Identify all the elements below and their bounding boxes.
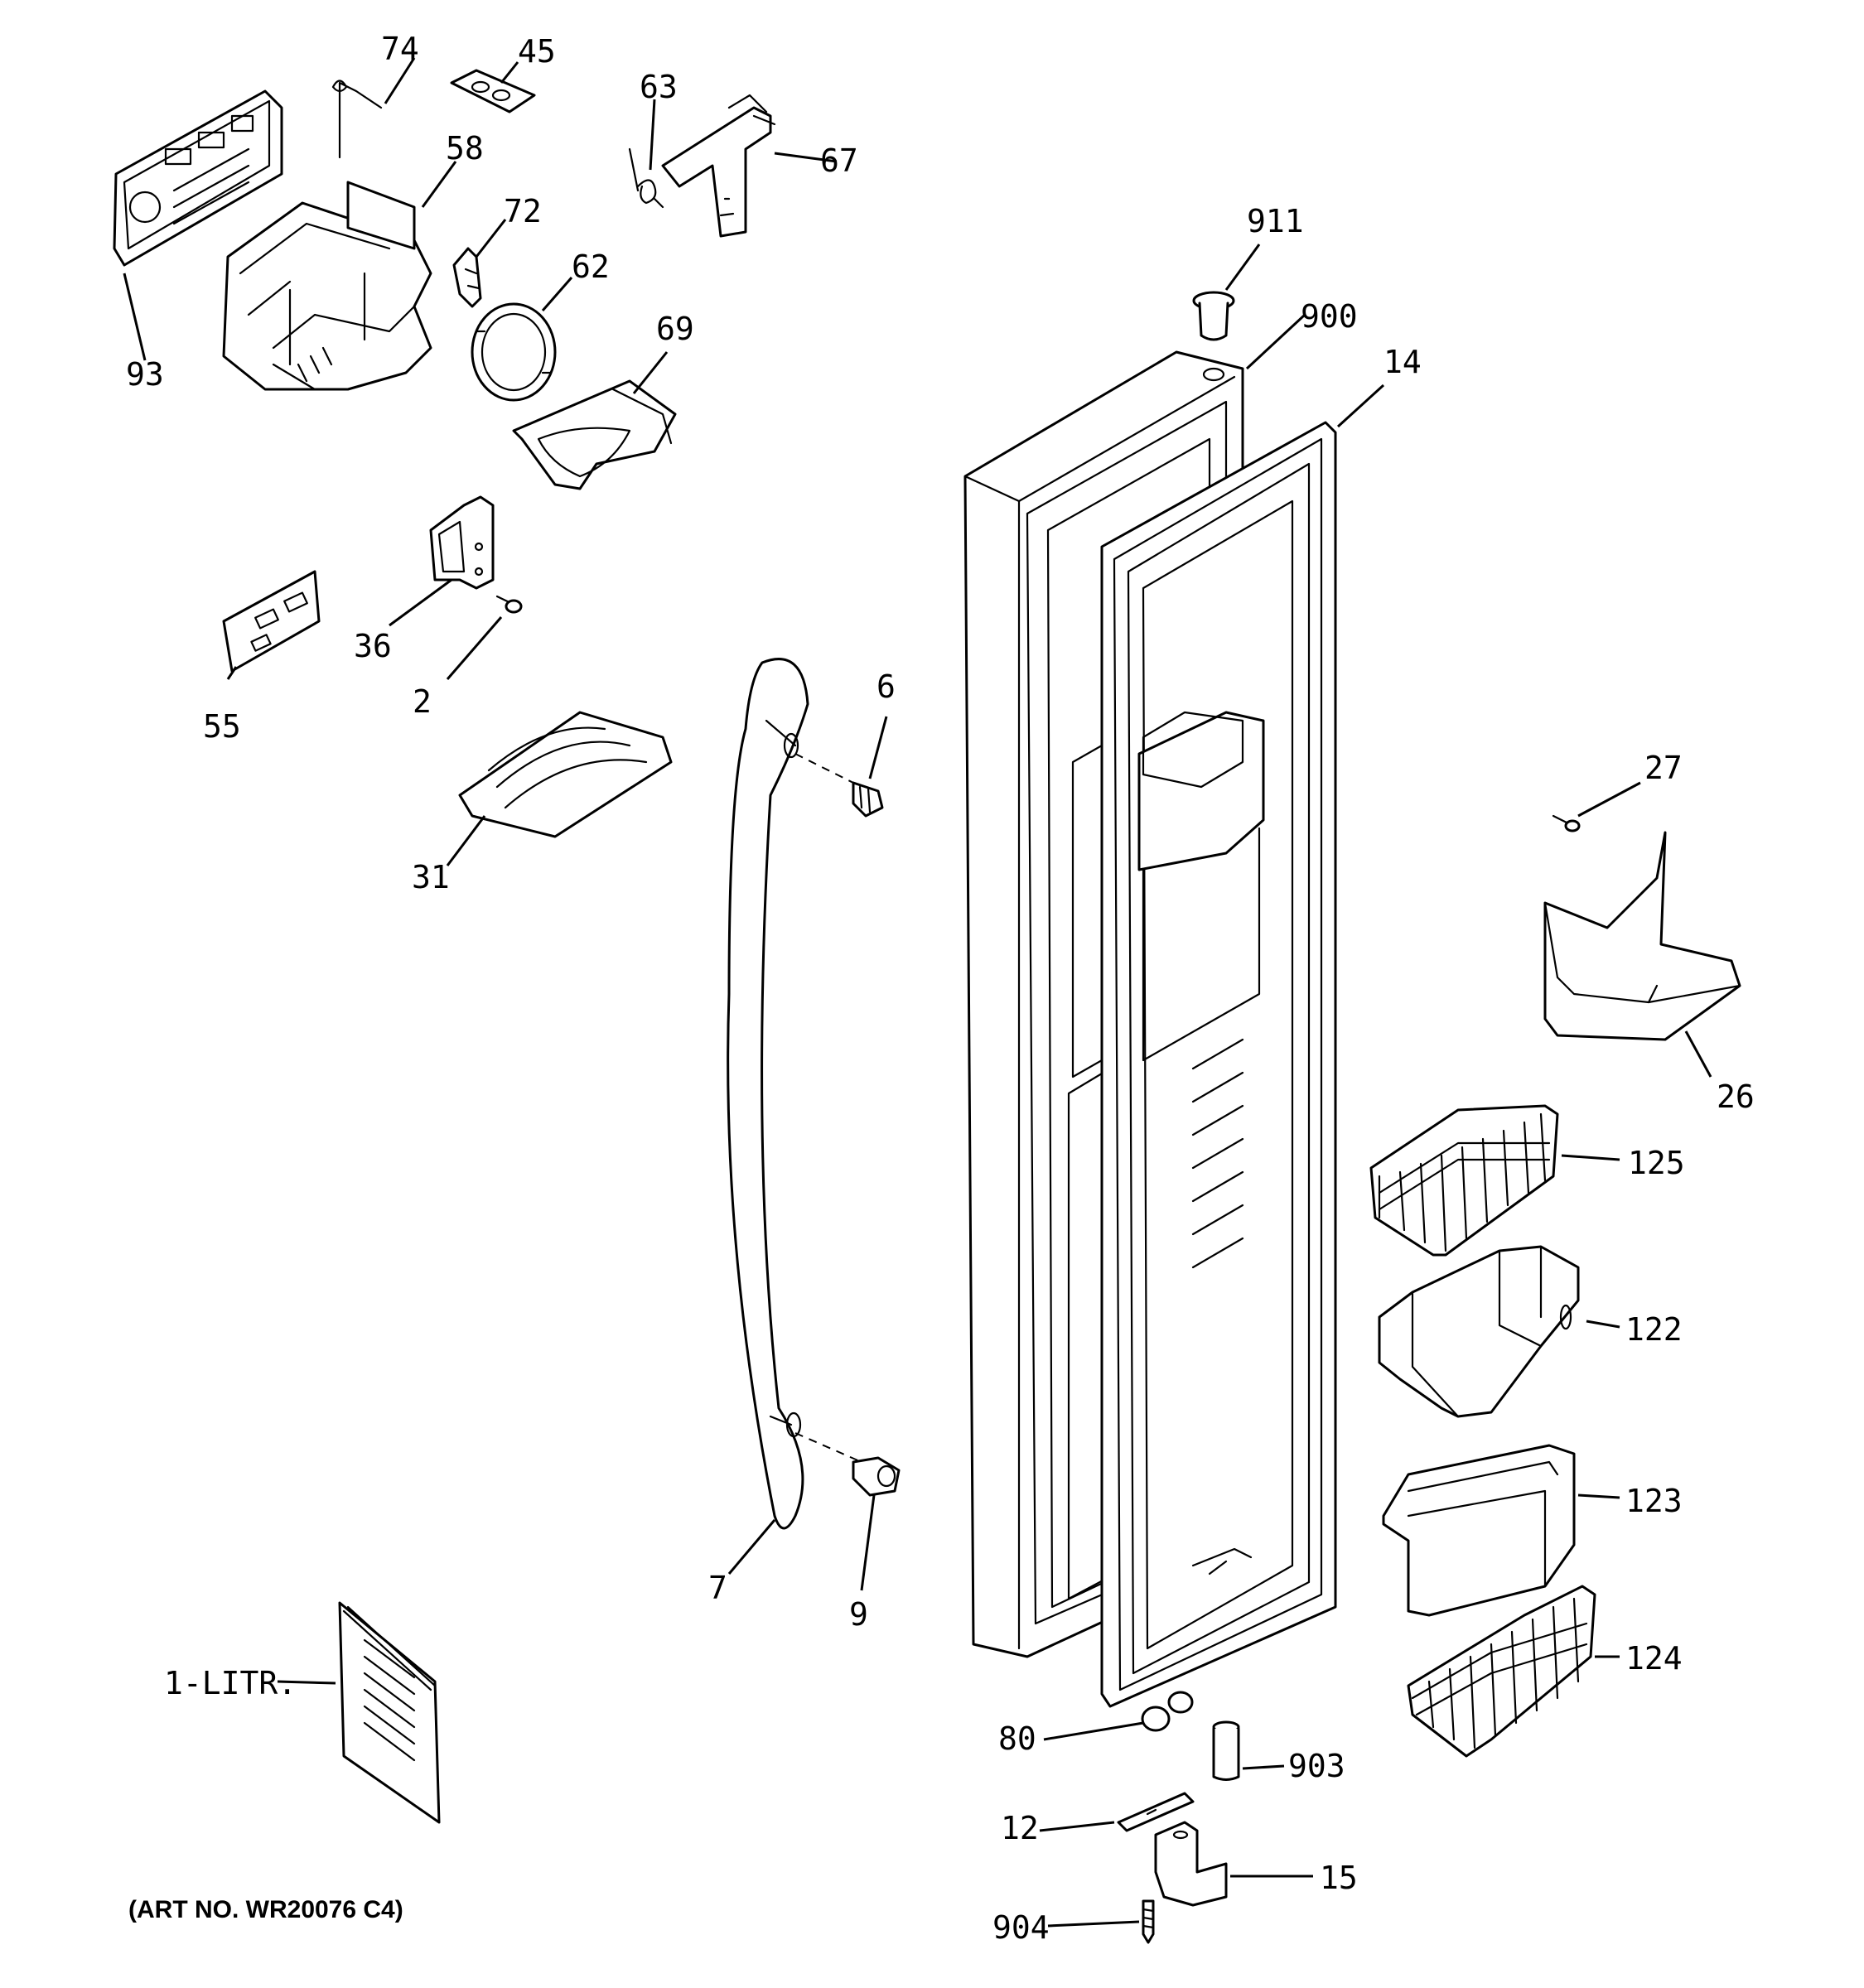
part-62-ring bbox=[471, 302, 557, 402]
part-72-switch bbox=[452, 247, 482, 308]
label-part-2: 2 bbox=[413, 683, 432, 720]
label-part-12: 12 bbox=[1001, 1810, 1039, 1846]
part-74-spring bbox=[331, 80, 383, 159]
label-part-93: 93 bbox=[126, 356, 164, 393]
label-part-6: 6 bbox=[876, 668, 896, 705]
part-27-screw bbox=[1552, 814, 1581, 832]
label-part-1-litr: 1-LITR. bbox=[164, 1665, 297, 1701]
part-12-shim bbox=[1117, 1792, 1195, 1832]
label-part-45: 45 bbox=[518, 33, 556, 70]
art-number-label: (ART NO. WR20076 C4) bbox=[128, 1896, 403, 1923]
part-15-hinge-bracket bbox=[1154, 1821, 1228, 1907]
label-part-27: 27 bbox=[1644, 750, 1683, 786]
part-124-wire-basket bbox=[1407, 1585, 1596, 1758]
label-part-55: 55 bbox=[203, 708, 241, 745]
part-2-screw bbox=[495, 595, 523, 614]
label-part-14: 14 bbox=[1384, 344, 1422, 380]
part-58-dispenser-housing bbox=[222, 181, 432, 391]
part-911-bushing bbox=[1192, 291, 1235, 341]
label-part-62: 62 bbox=[572, 248, 610, 285]
label-part-58: 58 bbox=[446, 130, 484, 166]
label-part-15: 15 bbox=[1320, 1860, 1358, 1896]
label-part-9: 9 bbox=[849, 1596, 868, 1633]
label-part-122: 122 bbox=[1625, 1311, 1683, 1348]
part-903-hinge-sleeve bbox=[1212, 1720, 1240, 1781]
part-122-bin bbox=[1378, 1245, 1580, 1418]
label-part-903: 903 bbox=[1288, 1748, 1345, 1784]
leader-lines bbox=[123, 57, 1712, 1928]
part-125-wire-basket bbox=[1369, 1104, 1559, 1257]
part-9-handle-stud bbox=[794, 1432, 901, 1497]
part-45-pad bbox=[450, 69, 536, 113]
part-123-bin bbox=[1382, 1444, 1576, 1617]
label-part-26: 26 bbox=[1717, 1078, 1755, 1115]
label-part-69: 69 bbox=[656, 311, 694, 347]
part-14-door-gasket bbox=[1100, 421, 1337, 1708]
label-part-904: 904 bbox=[992, 1909, 1050, 1946]
label-part-911: 911 bbox=[1247, 203, 1304, 239]
callout-labels: 74 45 63 67 58 72 62 69 93 911 900 14 36… bbox=[126, 31, 1755, 1946]
label-part-123: 123 bbox=[1625, 1483, 1683, 1519]
label-part-36: 36 bbox=[354, 628, 392, 664]
label-part-67: 67 bbox=[820, 142, 858, 179]
label-part-900: 900 bbox=[1301, 298, 1358, 335]
part-1-litr-booklet bbox=[338, 1601, 441, 1824]
label-part-80: 80 bbox=[998, 1720, 1036, 1757]
label-part-72: 72 bbox=[504, 193, 542, 229]
part-93-control-board bbox=[113, 89, 283, 267]
part-31-drip-tray bbox=[458, 711, 673, 838]
label-part-125: 125 bbox=[1628, 1145, 1685, 1181]
label-part-74: 74 bbox=[381, 31, 419, 67]
part-55-switch-plate bbox=[222, 570, 321, 673]
part-63-spring bbox=[628, 147, 664, 209]
part-7-door-handle bbox=[727, 658, 809, 1530]
label-part-124: 124 bbox=[1625, 1640, 1683, 1677]
label-part-31: 31 bbox=[412, 859, 450, 895]
part-904-screw bbox=[1142, 1899, 1155, 1944]
label-part-63: 63 bbox=[640, 69, 678, 105]
part-69-chute bbox=[512, 379, 677, 490]
label-part-7: 7 bbox=[708, 1570, 727, 1606]
part-67-actuator bbox=[661, 94, 776, 238]
part-36-bracket bbox=[429, 495, 495, 590]
part-80-plug bbox=[1141, 1691, 1194, 1732]
part-6-handle-stud bbox=[794, 753, 884, 818]
part-26-cover bbox=[1543, 831, 1741, 1041]
